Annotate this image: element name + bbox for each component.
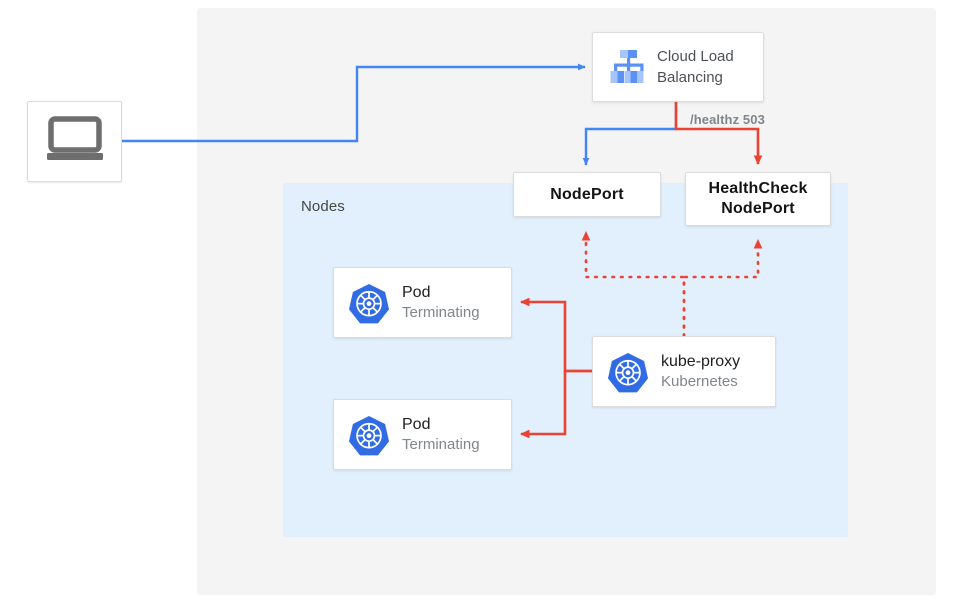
- kubernetes-icon: [346, 414, 392, 456]
- kube-proxy-text: kube-proxy Kubernetes: [661, 352, 740, 392]
- nodes-panel-label: Nodes: [301, 198, 345, 215]
- kube-proxy-title: kube-proxy: [661, 352, 741, 370]
- hc-nodeport-line-2: NodePort: [721, 200, 795, 217]
- client-node[interactable]: [27, 101, 122, 182]
- pod-2-status: Terminating: [402, 435, 480, 453]
- nodeport-label: NodePort: [550, 185, 624, 203]
- laptop-icon: [44, 116, 106, 167]
- pod-2-text: Pod Terminating: [402, 415, 480, 455]
- clb-label-line-1: Cloud Load: [657, 48, 734, 65]
- kubernetes-icon: [346, 282, 392, 324]
- cloud-load-balancing-label: Cloud Load Balancing: [657, 46, 734, 88]
- kube-proxy-node[interactable]: kube-proxy Kubernetes: [592, 336, 776, 407]
- cloud-load-balancing-icon: [603, 49, 651, 85]
- pod-node-2[interactable]: Pod Terminating: [333, 399, 512, 470]
- pod-1-status: Terminating: [402, 303, 480, 321]
- clb-label-line-2: Balancing: [657, 69, 723, 86]
- healthz-edge-label: /healthz 503: [690, 112, 765, 127]
- pod-1-title: Pod: [402, 283, 431, 301]
- cloud-load-balancing-node[interactable]: Cloud Load Balancing: [592, 32, 764, 102]
- healthcheck-nodeport-node[interactable]: HealthCheck NodePort: [685, 172, 831, 226]
- hc-nodeport-line-1: HealthCheck: [708, 180, 808, 197]
- kube-proxy-subtitle: Kubernetes: [661, 372, 738, 390]
- pod-node-1[interactable]: Pod Terminating: [333, 267, 512, 338]
- nodeport-node[interactable]: NodePort: [513, 172, 661, 217]
- healthcheck-nodeport-label: HealthCheck NodePort: [708, 179, 807, 219]
- pod-2-title: Pod: [402, 415, 431, 433]
- pod-1-text: Pod Terminating: [402, 283, 480, 323]
- kubernetes-icon: [605, 351, 651, 393]
